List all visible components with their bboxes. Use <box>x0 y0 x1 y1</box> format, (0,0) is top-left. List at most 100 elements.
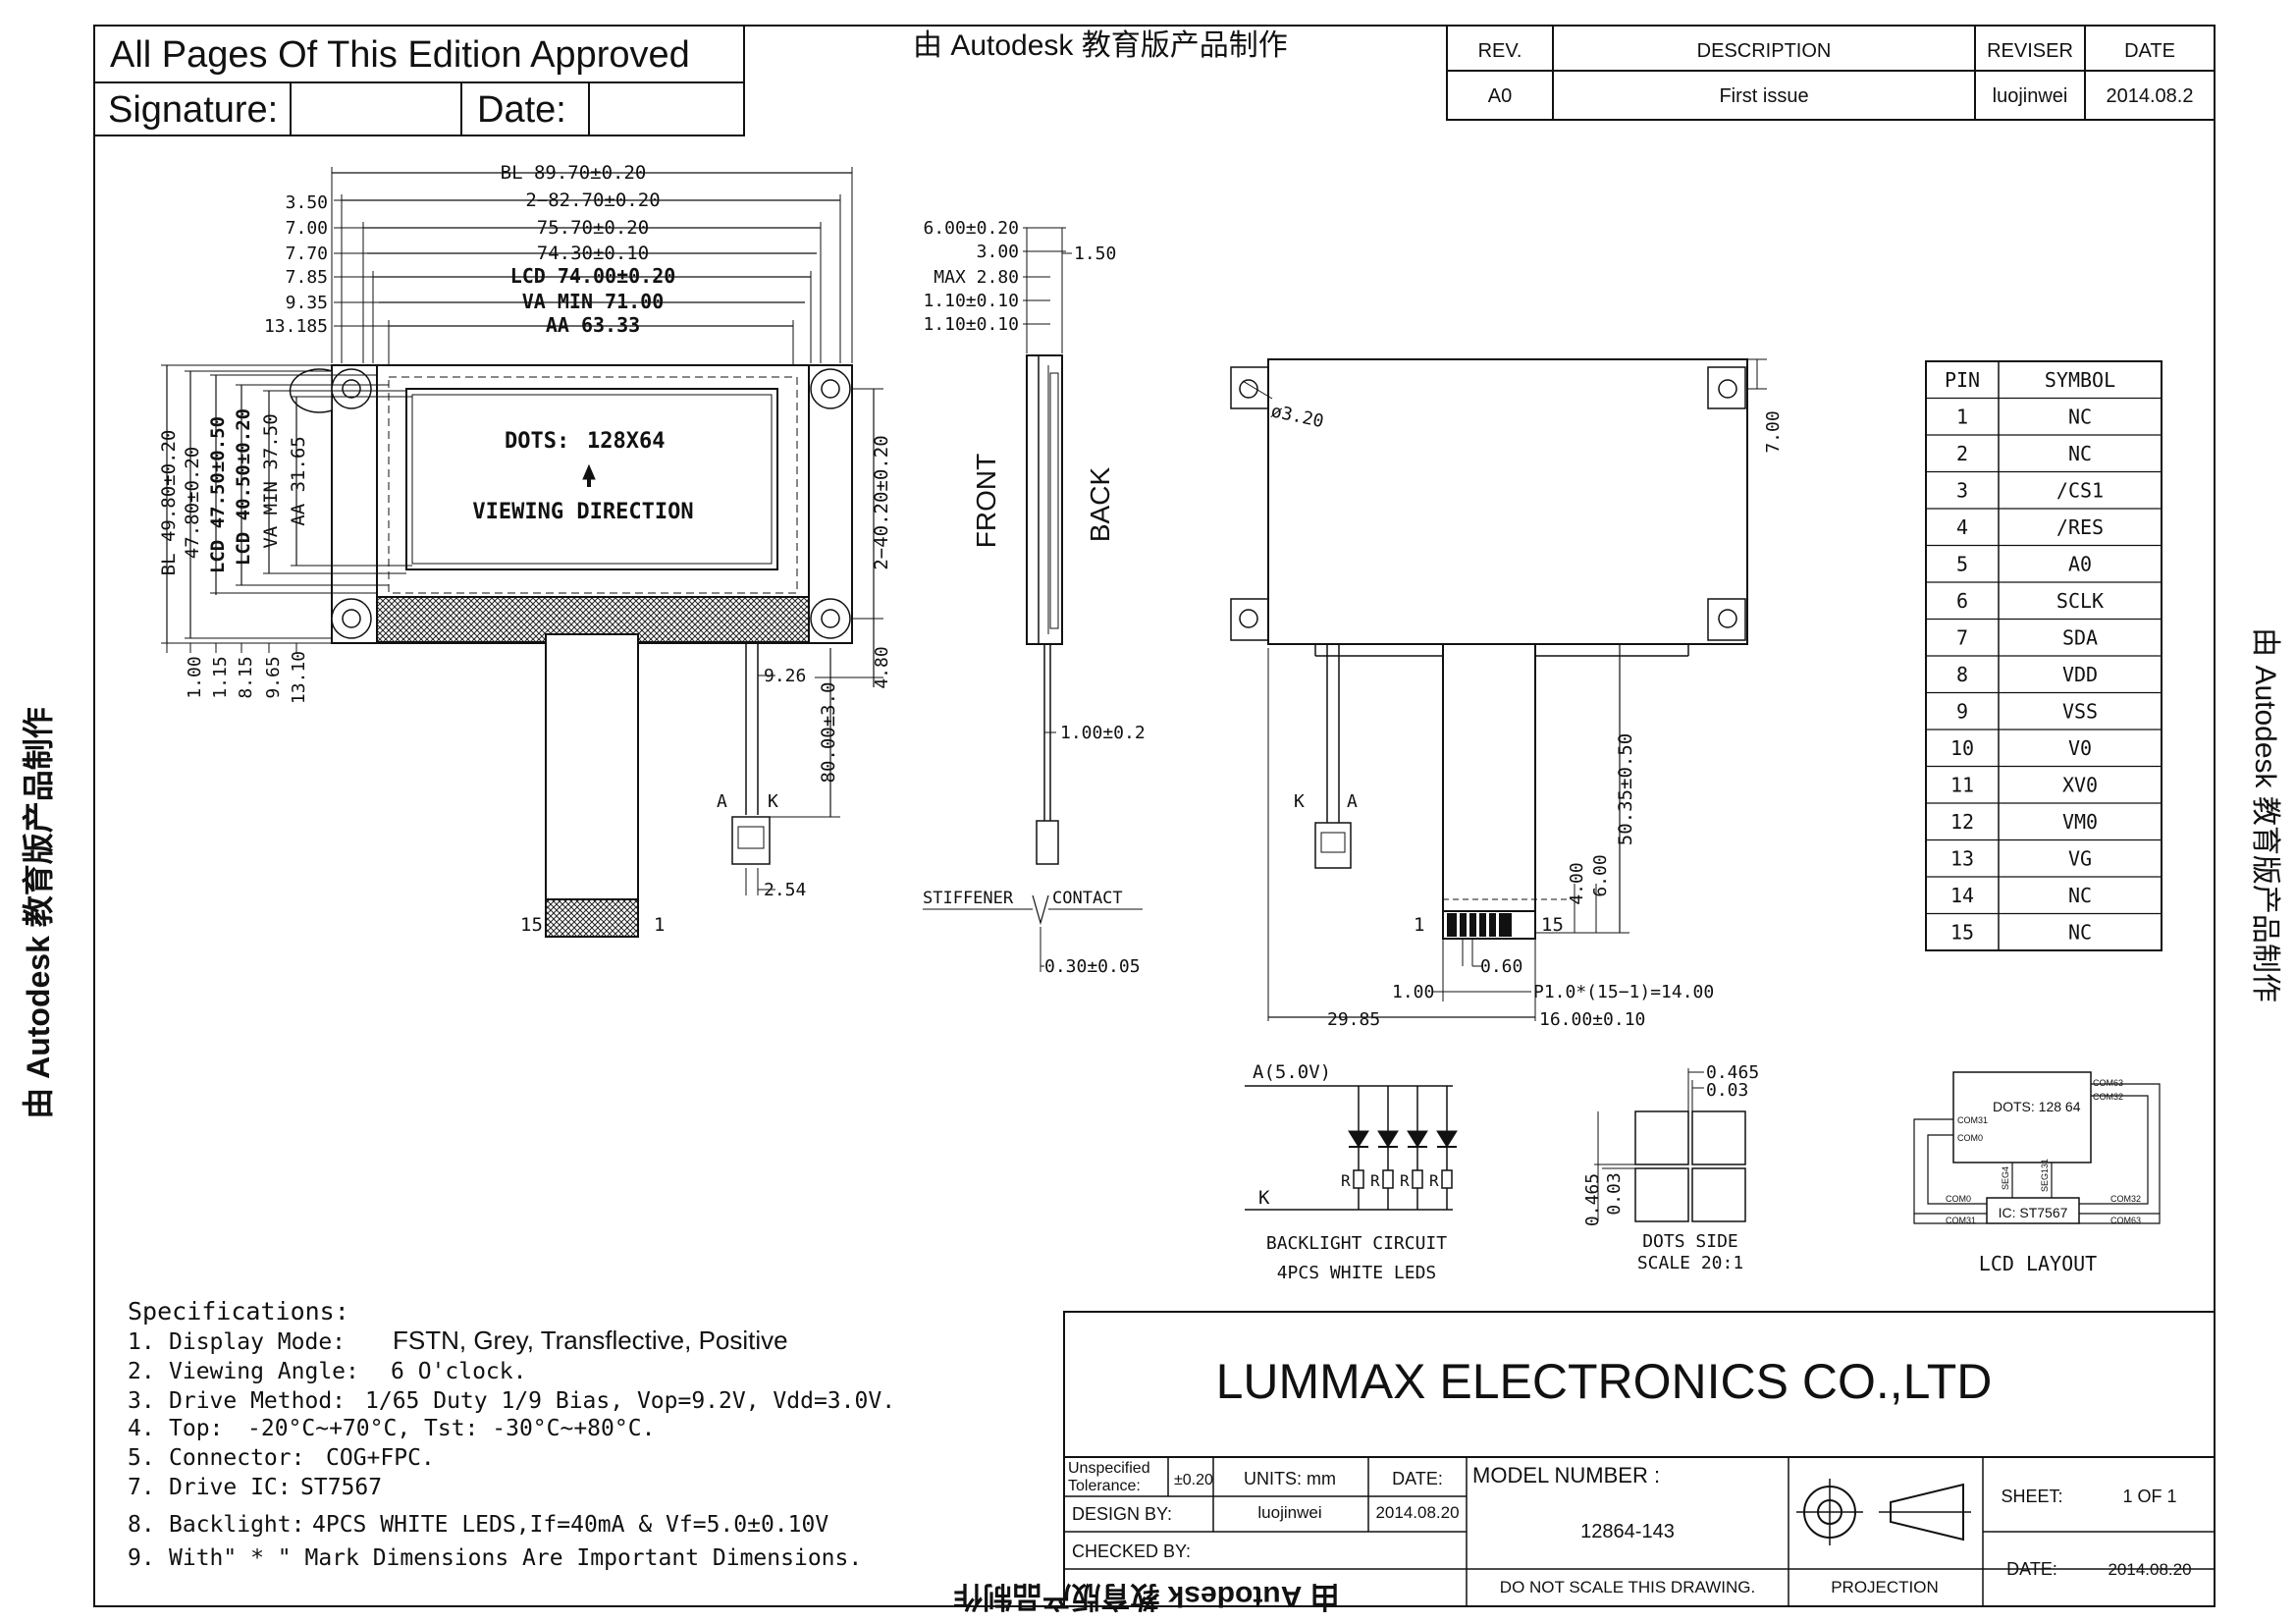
back-dim-400: 4.00 <box>1567 862 1587 904</box>
lcd-layout-com31: COM31 <box>1957 1115 1988 1125</box>
spec-value: 6 O'clock. <box>391 1359 526 1384</box>
pin-symbol: SCLK <box>2056 589 2104 613</box>
spec-number: 9. <box>128 1545 155 1571</box>
pin-symbol: VDD <box>2062 663 2098 686</box>
pin-number: 11 <box>1950 774 1974 797</box>
spec-number: 8. <box>128 1512 155 1538</box>
spec-number: 2. <box>128 1359 155 1384</box>
tb-units: UNITS: mm <box>1244 1469 1336 1488</box>
pin-number: 7 <box>1956 626 1968 650</box>
pin-number: 6 <box>1956 589 1968 613</box>
lcd-layout-com32-b: COM32 <box>2110 1194 2141 1204</box>
side-dim-150: 1.50 <box>1074 243 1116 264</box>
side-contact: CONTACT <box>1052 889 1123 908</box>
back-pitch: P1.0*(15−1)=14.00 <box>1533 982 1714 1002</box>
side-dim-100: 1.00±0.2 <box>1060 723 1146 743</box>
pin-symbol: /RES <box>2056 515 2104 539</box>
spec-number: 3. <box>128 1388 155 1414</box>
backlight-caption-2: 4PCS WHITE LEDS <box>1277 1263 1437 1283</box>
lcd-layout-com0: COM0 <box>1957 1133 1983 1143</box>
front-dim-hole-height: 2−40.20±0.20 <box>871 435 892 569</box>
front-bottom-dim-5: 13.10 <box>289 651 309 704</box>
front-dim-7430: 74.30±0.10 <box>537 243 649 264</box>
pin-symbol: /CS1 <box>2056 479 2104 503</box>
led-diode-icon <box>1407 1130 1428 1148</box>
back-wire-a: A <box>1347 791 1358 812</box>
resistor-label: R <box>1400 1171 1410 1190</box>
back-hole-dim: ø3.20 <box>1269 401 1325 432</box>
lcd-layout <box>1913 1071 2161 1224</box>
front-top-prefix-5: 9.35 <box>286 293 328 313</box>
side-view <box>923 227 1143 972</box>
front-dim-va-height: VA MIN 37.50 <box>260 413 282 548</box>
resistor-label: R <box>1370 1171 1380 1190</box>
side-dim-max280: MAX 2.80 <box>934 267 1019 288</box>
side-dim-600: 6.00±0.20 <box>923 218 1019 239</box>
pin-symbol: NC <box>2068 406 2092 429</box>
back-dim-5035: 50.35±0.50 <box>1615 733 1636 845</box>
spec-number: 5. <box>128 1445 155 1471</box>
side-front-label: FRONT <box>971 454 1001 548</box>
front-dim-aa-width: AA 63.33 <box>546 313 640 337</box>
front-bottom-dim-3: 8.15 <box>236 656 256 698</box>
front-dim-bl-width: BL 89.70±0.20 <box>501 162 647 184</box>
spec-label: Top: <box>169 1416 223 1441</box>
spec-label: Drive IC: <box>169 1475 292 1500</box>
pin-number: 2 <box>1956 442 1968 465</box>
pin-number: 8 <box>1956 663 1968 686</box>
pin-symbol: NC <box>2068 921 2092 945</box>
front-viewing-direction: VIEWING DIRECTION <box>472 500 693 524</box>
front-fpc-pin-1: 1 <box>654 914 665 936</box>
front-view-labels: 3.50 7.00 7.70 7.85 9.35 13.185 BL 89.70… <box>158 162 892 936</box>
tb-sheet-label: SHEET: <box>2001 1487 2062 1506</box>
pin-number: 15 <box>1950 921 1974 945</box>
back-view-labels: ø3.20 7.00 K A 50.35±0.50 4.00 6.00 1 15… <box>1269 401 1784 1030</box>
resistor-label: R <box>1429 1171 1439 1190</box>
tb-date-label: DATE: <box>1392 1469 1443 1488</box>
front-bottom-dim-4: 9.65 <box>263 656 284 698</box>
resistor-label: R <box>1341 1171 1351 1190</box>
spec-number: 7. <box>128 1475 155 1500</box>
pin-symbol: SDA <box>2062 626 2098 650</box>
back-view <box>1230 358 1767 1021</box>
spec-label: Drive Method: <box>169 1388 346 1414</box>
approval-box: All Pages Of This Edition Approved Signa… <box>93 25 745 136</box>
lcd-layout-seg4: SEG4 <box>2001 1166 2010 1190</box>
pin-number: 1 <box>1956 406 1968 429</box>
front-dim-4780: 47.80±0.20 <box>182 447 203 559</box>
dots-side-caption-1: DOTS SIDE <box>1642 1231 1738 1252</box>
pin-symbol: V0 <box>2068 736 2092 760</box>
back-pin-15: 15 <box>1541 914 1564 936</box>
side-stiffener: STIFFENER <box>923 889 1014 908</box>
front-top-prefix-3: 7.70 <box>286 243 328 264</box>
front-top-prefix-1: 3.50 <box>286 192 328 213</box>
watermark-left: 由 Autodesk 教育版产品制作 <box>21 707 56 1119</box>
front-wire-k: K <box>768 791 778 812</box>
front-top-prefix-6: 13.185 <box>264 316 328 337</box>
spec-value: 4PCS WHITE LEDS,If=40mA & Vf=5.0±0.10V <box>312 1512 828 1538</box>
tb-tol-value: ±0.20 <box>1174 1472 1213 1488</box>
company-name: LUMMAX ELECTRONICS CO.,LTD <box>1216 1354 1993 1409</box>
backlight-labels: A(5.0V) K BACKLIGHT CIRCUIT 4PCS WHITE L… <box>1253 1061 1447 1283</box>
back-dim-2985: 29.85 <box>1327 1009 1380 1030</box>
back-pin-1: 1 <box>1414 914 1424 936</box>
spec-label: Connector: <box>169 1445 304 1471</box>
front-dim-va-width: VA MIN 71.00 <box>522 290 665 313</box>
side-dim-110-a: 1.10±0.10 <box>923 291 1019 311</box>
pin-symbol: NC <box>2068 884 2092 907</box>
pin-symbol: A0 <box>2068 553 2092 576</box>
signature-label: Signature: <box>108 89 278 131</box>
resistor-icon <box>1382 1169 1394 1189</box>
backlight-caption-1: BACKLIGHT CIRCUIT <box>1266 1233 1447 1254</box>
pin-number: 4 <box>1956 515 1968 539</box>
dots-side-dim-2: 0.03 <box>1706 1080 1748 1101</box>
tb-designer: luojinwei <box>1257 1503 1321 1522</box>
pin-symbol: NC <box>2068 442 2092 465</box>
dots-side-labels: 0.465 0.03 0.465 0.03 DOTS SIDE SCALE 20… <box>1582 1062 1759 1273</box>
front-dim-hole-width: 2−82.70±0.20 <box>525 189 660 211</box>
pin-number: 12 <box>1950 810 1974 834</box>
spec-number: 4. <box>128 1416 155 1441</box>
back-dim-600: 6.00 <box>1590 854 1611 896</box>
lcd-layout-caption: LCD LAYOUT <box>1979 1252 2097 1275</box>
tb-tolerance: Tolerance: <box>1068 1478 1141 1494</box>
